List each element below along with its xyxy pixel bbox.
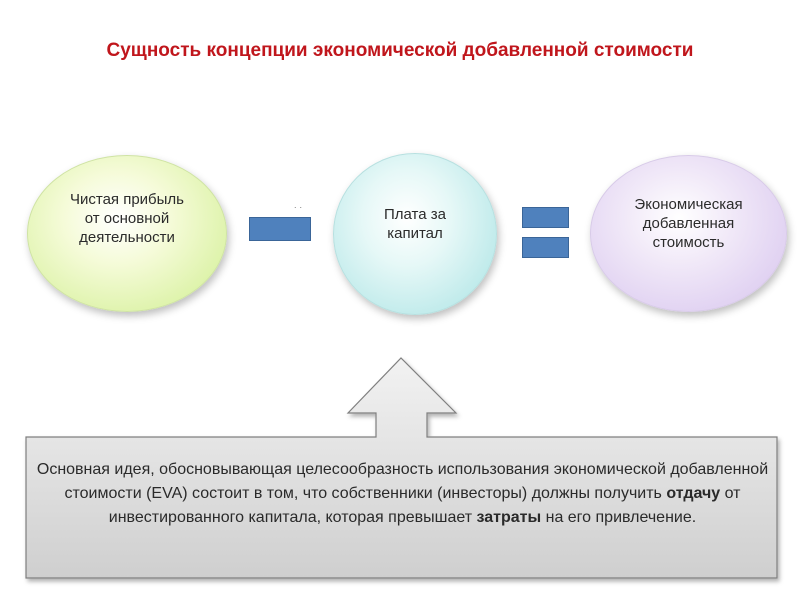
- callout-bold-costs: затраты: [476, 509, 542, 526]
- minus-sign: [249, 217, 311, 241]
- slide-title: Сущность концепции экономической добавле…: [106, 40, 694, 61]
- net-profit-label: Чистая прибыль от основной деятельности: [70, 191, 184, 246]
- equals-sign-bottom-bar: [522, 237, 569, 258]
- callout-text-part-3: на его привлечение.: [541, 509, 697, 526]
- eva-ellipse: Экономическая добавленная стоимость: [590, 155, 787, 312]
- callout-text-part-2: от инвестированного капитала, которая пр…: [108, 485, 741, 526]
- capital-charge-ellipse: Плата за капитал: [333, 153, 497, 315]
- equals-sign-top-bar: [522, 207, 569, 228]
- capital-charge-label: Плата за капитал: [384, 206, 446, 242]
- eva-label: Экономическая добавленная стоимость: [634, 196, 743, 251]
- callout-bold-return: отдачу: [666, 485, 721, 502]
- callout-text-part-1: Основная идея, обосновывающая целесообра…: [36, 461, 769, 502]
- decorative-dots: ..: [294, 200, 306, 210]
- net-profit-ellipse: Чистая прибыль от основной деятельности: [27, 155, 227, 312]
- callout-text: Основная идея, обосновывающая целесообра…: [30, 458, 775, 530]
